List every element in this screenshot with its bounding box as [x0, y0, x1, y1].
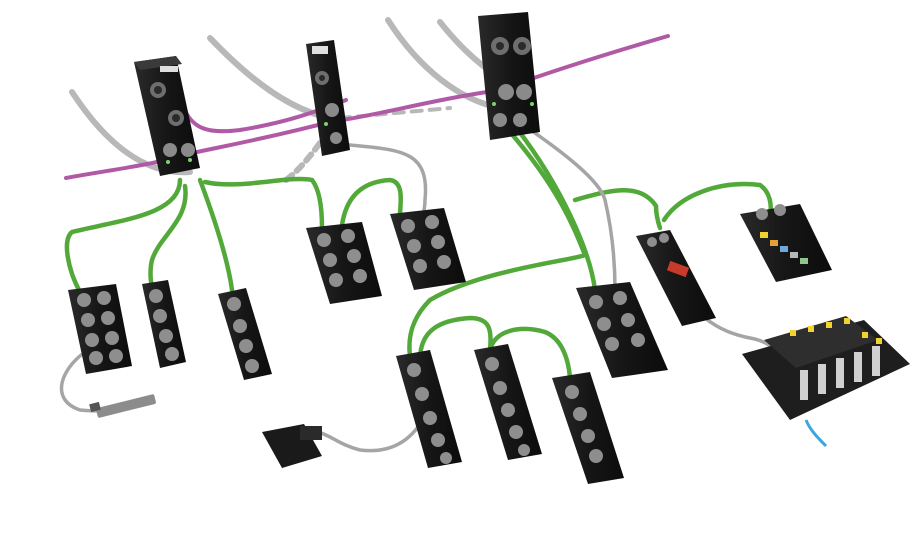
io-distributor-3 — [218, 288, 272, 380]
terminal-box — [740, 204, 832, 282]
io-distributor-7 — [396, 350, 462, 468]
led-strip — [760, 232, 808, 264]
io-distributor-1 — [68, 284, 132, 374]
valve-connector — [262, 424, 322, 468]
valve-terminal — [742, 316, 910, 448]
fieldbus-module-right — [478, 12, 540, 140]
io-distributor-4 — [306, 222, 382, 304]
green-field-cables — [64, 127, 773, 381]
io-distributor-6 — [576, 282, 668, 378]
io-distributor-5 — [390, 208, 466, 290]
io-distributor-9 — [552, 372, 624, 484]
fieldbus-module-left — [134, 56, 200, 176]
power-adapter-module — [636, 230, 716, 326]
io-distributor-2 — [142, 280, 186, 368]
fieldbus-module-center — [306, 40, 350, 156]
io-distributor-8 — [474, 344, 542, 460]
proximity-sensor — [89, 394, 156, 418]
